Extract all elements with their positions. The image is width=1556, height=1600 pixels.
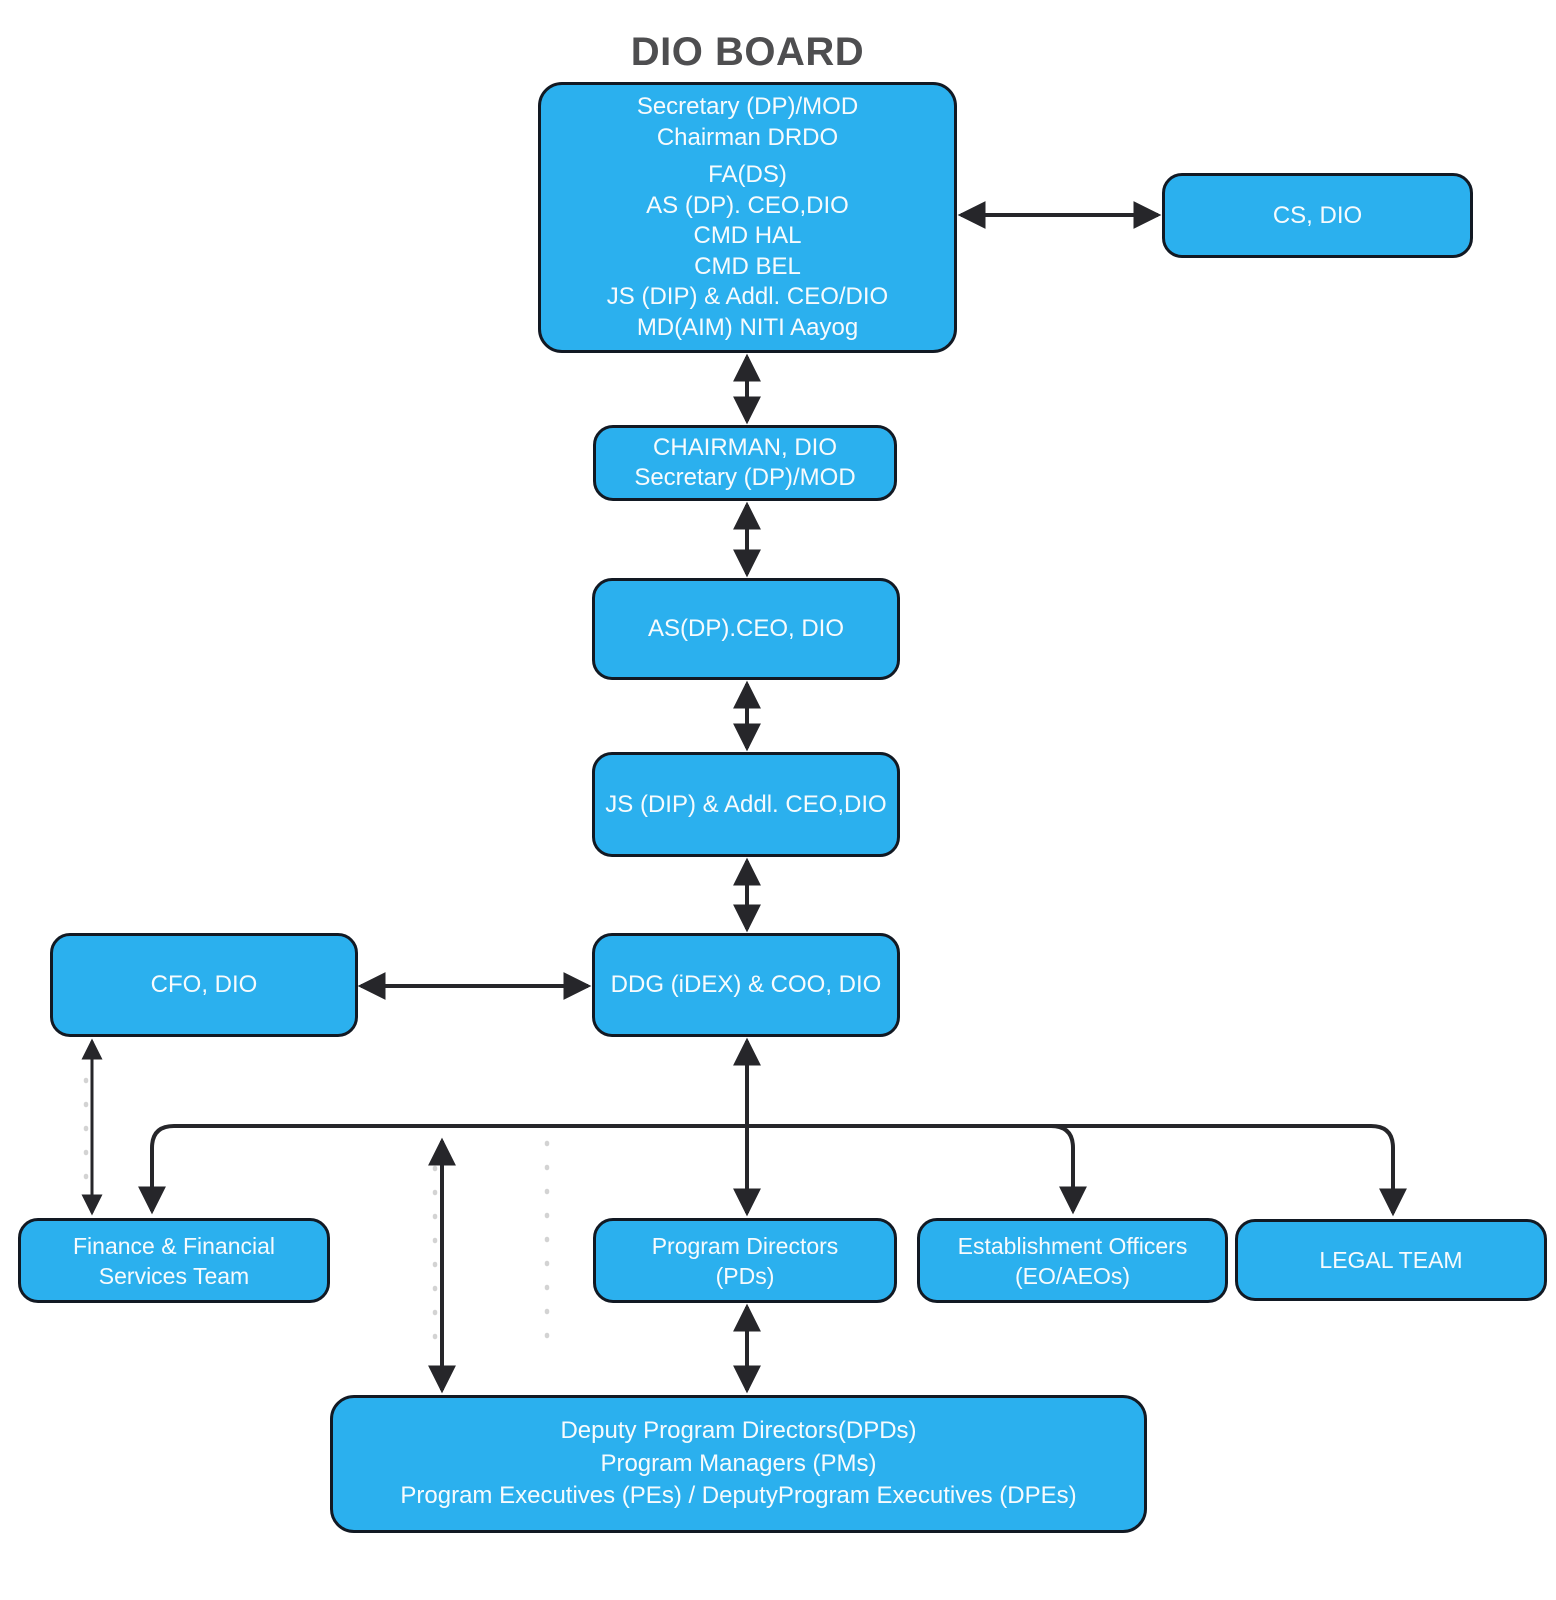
node-ddg-idex-coo-dio: DDG (iDEX) & COO, DIO: [592, 933, 900, 1037]
node-establishment-officers: Establishment Officers (EO/AEOs): [917, 1218, 1228, 1303]
node-label: CHAIRMAN, DIO: [652, 434, 837, 461]
node-label: DDG (iDEX) & COO, DIO: [610, 971, 882, 998]
node-label: CFO, DIO: [150, 971, 258, 998]
node-label: LEGAL TEAM: [1319, 1247, 1463, 1273]
node-label: Program Directors: [651, 1232, 839, 1259]
node-js-dip-addl-ceo-dio: JS (DIP) & Addl. CEO,DIO: [592, 752, 900, 857]
board-member: JS (DIP) & Addl. CEO/DIO: [606, 283, 889, 310]
node-label: CS, DIO: [1272, 201, 1363, 229]
board-member: AS (DP). CEO,DIO: [646, 191, 849, 219]
node-legal-team: LEGAL TEAM: [1235, 1219, 1547, 1301]
node-as-dp-ceo-dio: AS(DP).CEO, DIO: [592, 578, 900, 680]
node-label: Deputy Program Directors(DPDs): [560, 1417, 917, 1445]
node-cs-dio: CS, DIO: [1162, 173, 1473, 258]
board-member: FA(DS): [708, 161, 787, 188]
node-label: JS (DIP) & Addl. CEO,DIO: [605, 790, 887, 818]
board-member: CMD BEL: [694, 252, 801, 280]
node-label: Services Team: [98, 1262, 250, 1289]
connector-branch-eo: [1050, 1124, 1087, 1215]
node-label: Establishment Officers: [957, 1232, 1188, 1259]
node-label: Secretary (DP)/MOD: [634, 464, 856, 491]
connector-branch-finance: [138, 1124, 747, 1215]
node-deputy-program-directors: Deputy Program Directors(DPDs) Program M…: [330, 1395, 1147, 1533]
node-label: AS(DP).CEO, DIO: [647, 615, 845, 642]
connector-branch-legal: [747, 1124, 1407, 1217]
node-program-directors: Program Directors (PDs): [593, 1218, 897, 1303]
board-member: CMD HAL: [693, 222, 802, 249]
node-cfo-dio: CFO, DIO: [50, 933, 358, 1037]
board-member: Chairman DRDO: [656, 123, 839, 151]
chart-title: DIO BOARD: [630, 30, 865, 74]
node-label: (PDs): [715, 1262, 775, 1289]
board-member: MD(AIM) NITI Aayog: [636, 313, 859, 341]
board-member: Secretary (DP)/MOD: [636, 93, 859, 120]
node-label: Program Managers (PMs): [600, 1449, 877, 1477]
node-dio-board-members: Secretary (DP)/MOD Chairman DRDO FA(DS) …: [538, 82, 957, 353]
node-label: Program Executives (PEs) / DeputyProgram…: [400, 1482, 1077, 1510]
node-label: Finance & Financial: [73, 1232, 275, 1259]
node-label: (EO/AEOs): [1014, 1262, 1130, 1289]
node-chairman-dio: CHAIRMAN, DIO Secretary (DP)/MOD: [593, 425, 897, 501]
node-finance-services-team: Finance & Financial Services Team: [18, 1218, 330, 1303]
